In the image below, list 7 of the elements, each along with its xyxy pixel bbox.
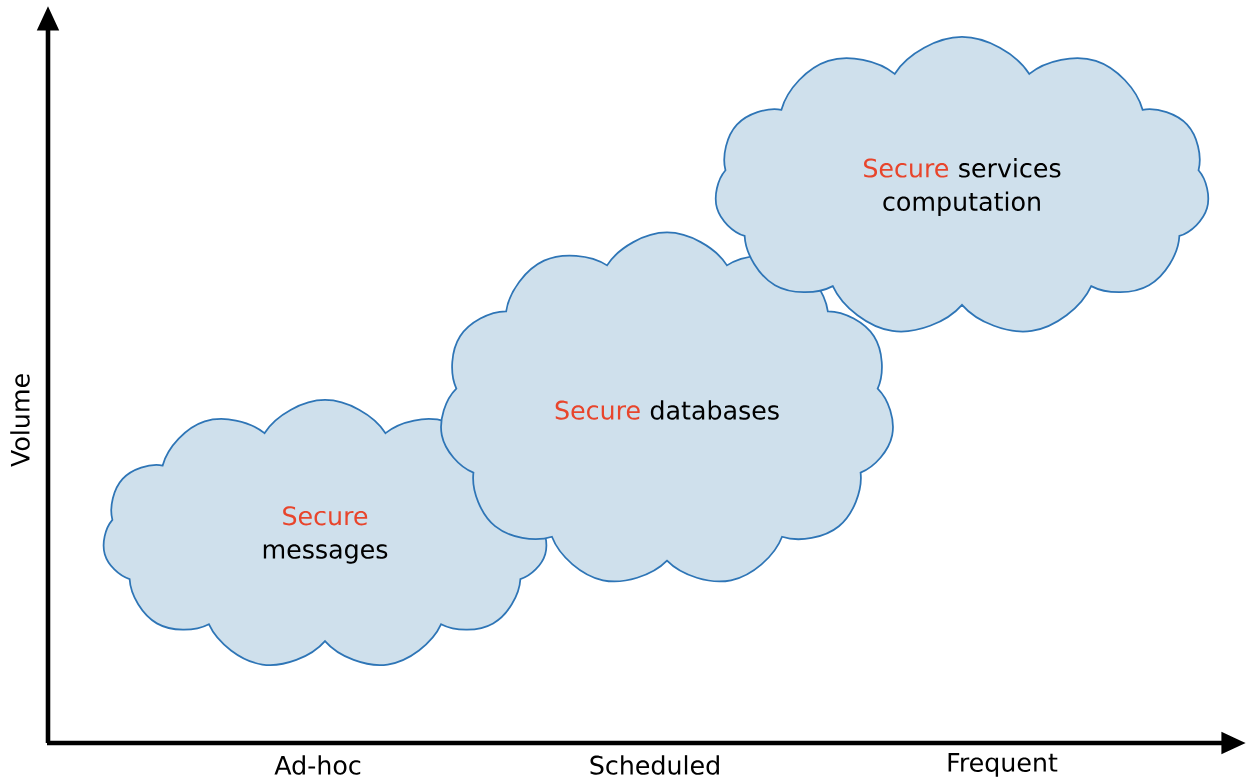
cloud: Secure databases bbox=[440, 231, 894, 583]
cloud: Secure messages bbox=[102, 399, 548, 666]
axis-label: Frequent bbox=[948, 753, 1058, 777]
cloud: Secure services computation bbox=[714, 36, 1210, 333]
volume-label: Volume bbox=[10, 374, 30, 467]
axis-label: Ad-hoc bbox=[274, 755, 361, 775]
axis-label: Scheduled bbox=[590, 755, 719, 775]
